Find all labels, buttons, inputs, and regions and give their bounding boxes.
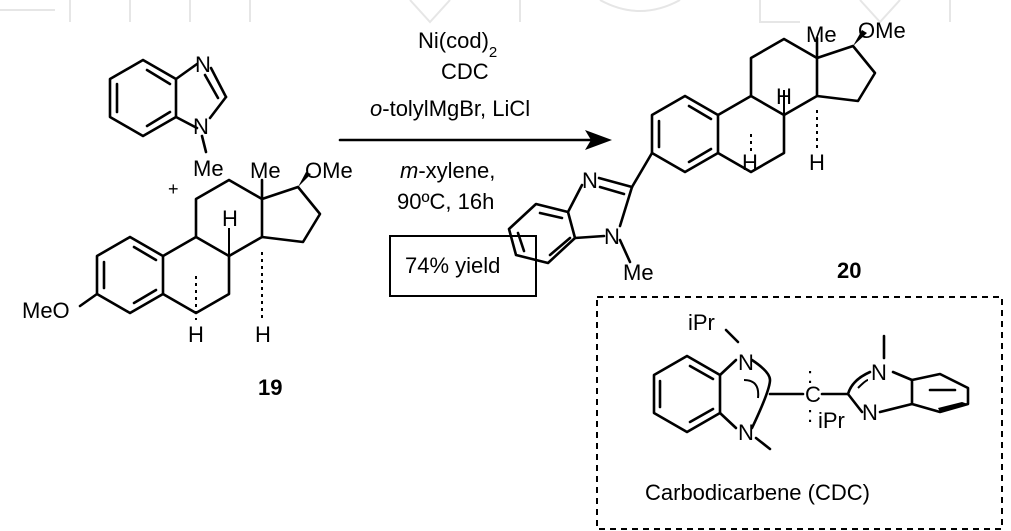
product-compound-number: 20 (837, 258, 861, 283)
reactant-2-methyl-label: Me (250, 158, 281, 183)
reactant-1-methylbenzimidazole: N N Me (108, 52, 228, 181)
plus-sign: + (168, 179, 179, 199)
product-h-8: H (742, 150, 758, 175)
cdc-lone-pair-bottom: : (807, 402, 813, 427)
cdc-caption: Carbodicarbene (CDC) (645, 480, 870, 505)
cdc-central-carbon: C (805, 382, 821, 407)
conditions-line-1: m-xylene, (400, 158, 495, 183)
reagent-line-2: CDC (441, 59, 489, 84)
yield-label: 74% yield (405, 253, 500, 278)
reactant-1-n1-label: N (193, 114, 209, 139)
cdc-lone-pair-top: : (807, 363, 813, 388)
reagent-line-3: o-tolylMgBr, LiCl (370, 96, 530, 121)
reactant-2-steroid: Me OMe MeO H H H 19 (22, 158, 353, 400)
cdc-ipr-left: iPr (688, 310, 715, 335)
cdc-ipr-right: iPr (818, 408, 845, 433)
yield-box (389, 235, 537, 297)
reactant-2-methoxy-ring-label: MeO (22, 298, 70, 323)
product-h-9: H (776, 84, 792, 109)
product-n-methyl-label: Me (623, 260, 654, 285)
reactant-2-compound-number: 19 (258, 375, 282, 400)
reactant-2-h-9: H (222, 206, 238, 231)
product-methyl-label: Me (806, 22, 837, 47)
watermark-decoration (0, 0, 951, 24)
cdc-n-left-top: N (738, 350, 754, 375)
cdc-n-right-top: N (871, 360, 887, 385)
conditions-line-2: 90ºC, 16h (397, 189, 494, 214)
cdc-catalyst-box: N N iPr C : : N N iPr Carbodicarbene (CD… (596, 296, 1003, 530)
reactant-2-h-14: H (255, 322, 271, 347)
product-h-14: H (809, 150, 825, 175)
reaction-arrow-group: Ni(cod)2 CDC o-tolylMgBr, LiCl m-xylene,… (338, 28, 612, 297)
reagent-line-1: Ni(cod)2 (418, 28, 497, 61)
reactant-1-n3-label: N (195, 52, 211, 77)
cdc-n-left-bottom: N (738, 420, 754, 445)
cdc-n-right-bottom: N (862, 400, 878, 425)
product-n1-label: N (604, 224, 620, 249)
product-methoxy-label: OMe (858, 18, 906, 43)
product-n3-label: N (582, 168, 598, 193)
arrow-head (585, 130, 612, 150)
reactant-2-h-8: H (188, 322, 204, 347)
reactant-1-methyl-label: Me (193, 156, 224, 181)
product-compound-20: Me OMe H H H N N Me 20 (507, 18, 906, 285)
reactant-2-methoxy-top-label: OMe (305, 158, 353, 183)
